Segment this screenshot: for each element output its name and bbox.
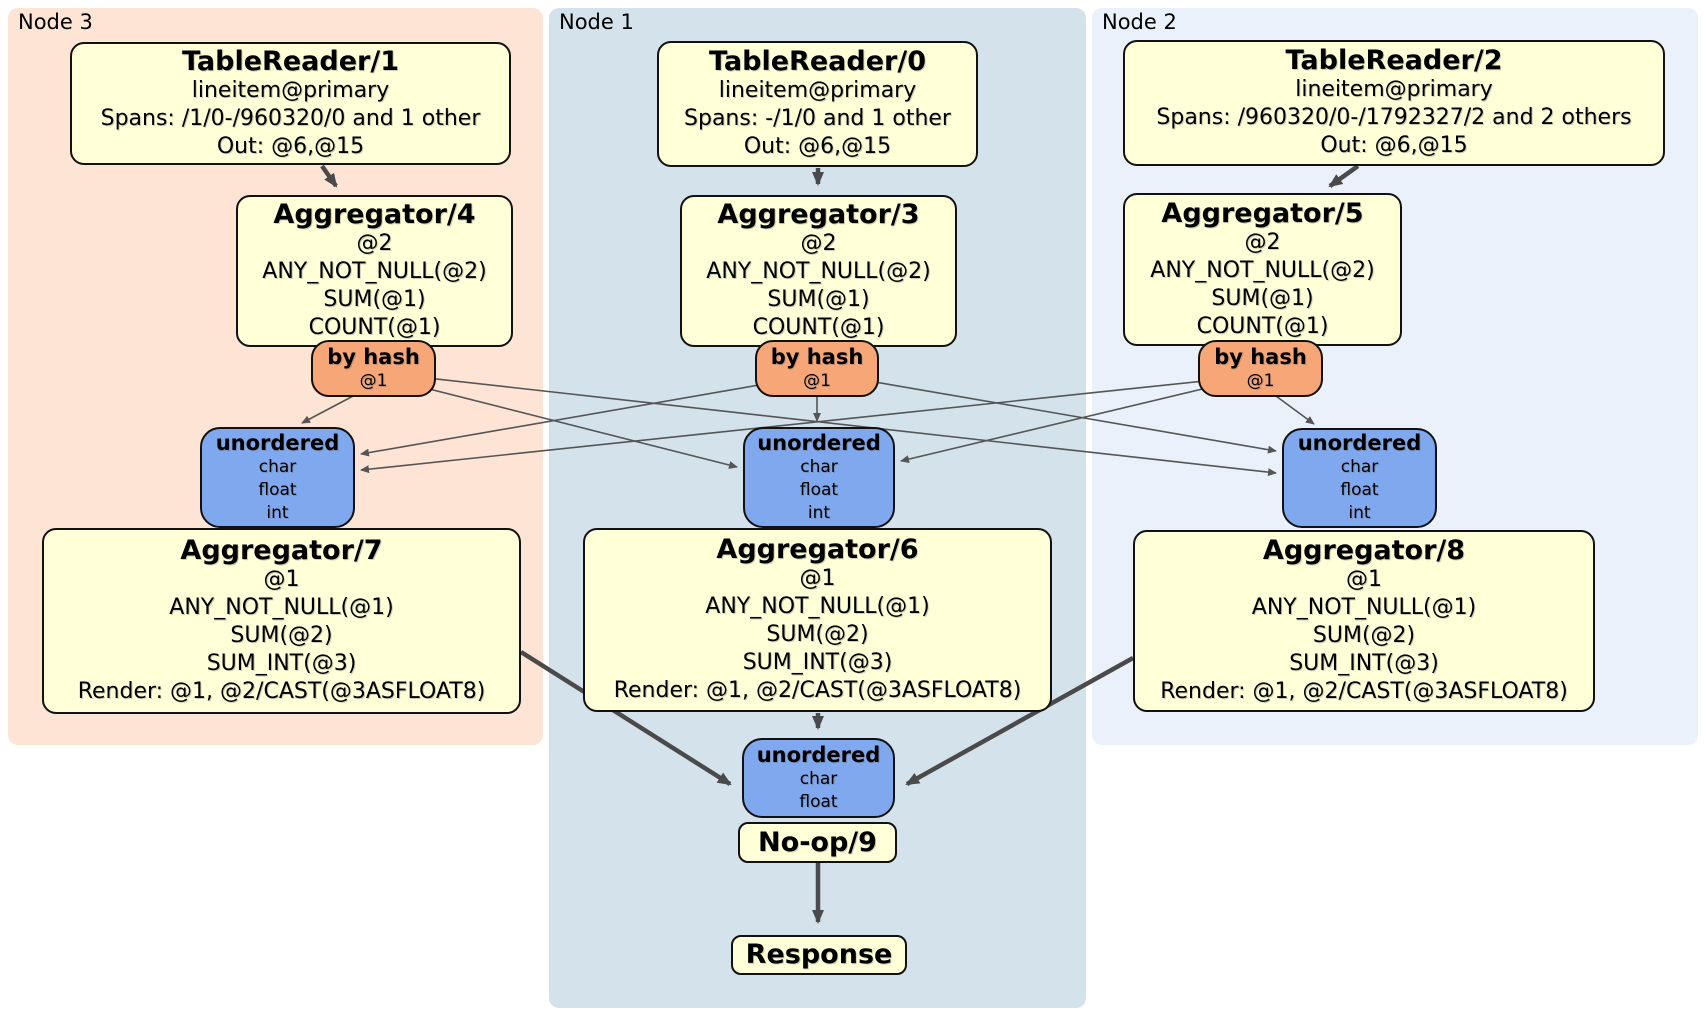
processor-no-op-9: No-op/9 bbox=[738, 822, 897, 863]
processor-line: Out: @6,@15 bbox=[216, 133, 365, 159]
processor-line: COUNT(@1) bbox=[1196, 313, 1329, 339]
processor-title: TableReader/1 bbox=[182, 45, 399, 77]
hash-mesh-edges bbox=[301, 371, 1315, 477]
sync-line: float bbox=[799, 791, 838, 812]
processor-line: SUM(@1) bbox=[323, 287, 426, 312]
processor-title: Aggregator/7 bbox=[180, 535, 383, 566]
sync-line: float bbox=[799, 479, 839, 500]
processor-line: ANY_NOT_NULL(@2) bbox=[1150, 257, 1375, 283]
processor-line: SUM_INT(@3) bbox=[206, 651, 357, 676]
processor-line: ANY_NOT_NULL(@1) bbox=[169, 595, 394, 620]
processor-line: Spans: -/1/0 and 1 other bbox=[684, 106, 951, 131]
sync-line: char bbox=[800, 456, 838, 477]
router-title: by hash bbox=[770, 344, 864, 369]
processor-title: TableReader/0 bbox=[709, 46, 926, 77]
processor-line: SUM(@2) bbox=[1312, 623, 1416, 648]
sync-title: unordered bbox=[756, 742, 881, 767]
sync-line: int bbox=[1348, 503, 1371, 523]
processor-title: Response bbox=[745, 939, 893, 970]
sync-unordered-node1: unordered char float int bbox=[743, 427, 895, 528]
sync-line: char bbox=[799, 768, 838, 789]
processor-line: ANY_NOT_NULL(@2) bbox=[262, 259, 487, 284]
processor-line: Render: @1, @2/CAST(@3ASFLOAT8) bbox=[77, 679, 486, 704]
processor-aggregator-5: Aggregator/5 @2 ANY_NOT_NULL(@2) SUM(@1)… bbox=[1123, 193, 1402, 346]
router-line: @1 bbox=[803, 370, 831, 391]
router-title: by hash bbox=[1214, 344, 1307, 369]
flow-edges bbox=[320, 164, 1360, 924]
processor-line: Spans: /1/0-/960320/0 and 1 other bbox=[100, 105, 481, 131]
processor-line: ANY_NOT_NULL(@2) bbox=[706, 259, 931, 284]
processor-line: ANY_NOT_NULL(@1) bbox=[705, 594, 930, 619]
router-line: @1 bbox=[1246, 370, 1275, 391]
sync-title: unordered bbox=[757, 430, 881, 455]
processor-aggregator-3: Aggregator/3 @2 ANY_NOT_NULL(@2) SUM(@1)… bbox=[680, 195, 957, 347]
processor-title: Aggregator/8 bbox=[1262, 535, 1466, 566]
processor-line: SUM(@2) bbox=[230, 623, 333, 648]
node-3-label: Node 3 bbox=[18, 10, 93, 34]
processor-line: @1 bbox=[263, 567, 300, 592]
router-line: @1 bbox=[359, 370, 388, 391]
processor-aggregator-7: Aggregator/7 @1 ANY_NOT_NULL(@1) SUM(@2)… bbox=[42, 528, 521, 714]
sync-line: char bbox=[1340, 457, 1379, 477]
processor-line: lineitem@primary bbox=[1295, 77, 1493, 102]
sync-title: unordered bbox=[215, 430, 340, 455]
sync-unordered-node3: unordered char float int bbox=[200, 427, 355, 528]
router-title: by hash bbox=[327, 344, 420, 369]
processor-line: SUM(@2) bbox=[766, 622, 869, 647]
sync-unordered-final: unordered char float bbox=[742, 738, 895, 818]
processor-table-reader-0: TableReader/0 lineitem@primary Spans: -/… bbox=[657, 41, 978, 167]
processor-line: Render: @1, @2/CAST(@3ASFLOAT8) bbox=[613, 678, 1022, 703]
processor-line: @1 bbox=[1346, 567, 1382, 592]
processor-line: lineitem@primary bbox=[718, 78, 917, 103]
processor-title: Aggregator/5 bbox=[1161, 197, 1364, 229]
router-by-hash-node2: by hash @1 bbox=[1198, 340, 1323, 397]
processor-title: TableReader/2 bbox=[1285, 45, 1503, 76]
processor-line: Render: @1, @2/CAST(@3ASFLOAT8) bbox=[1160, 679, 1568, 704]
node-1-label: Node 1 bbox=[559, 10, 634, 34]
processor-title: Aggregator/6 bbox=[716, 534, 919, 565]
router-by-hash-node3: by hash @1 bbox=[311, 340, 436, 397]
processor-table-reader-1: TableReader/1 lineitem@primary Spans: /1… bbox=[70, 42, 511, 165]
processor-response: Response bbox=[731, 935, 907, 975]
processor-line: Out: @6,@15 bbox=[743, 134, 892, 159]
router-by-hash-node1: by hash @1 bbox=[755, 340, 879, 397]
processor-line: @1 bbox=[799, 566, 836, 591]
node-2-label: Node 2 bbox=[1102, 10, 1177, 34]
processor-line: SUM_INT(@3) bbox=[742, 650, 893, 675]
processor-aggregator-6: Aggregator/6 @1 ANY_NOT_NULL(@1) SUM(@2)… bbox=[583, 528, 1052, 712]
sync-line: char bbox=[258, 456, 297, 477]
processor-line: lineitem@primary bbox=[191, 77, 390, 103]
processor-table-reader-2: TableReader/2 lineitem@primary Spans: /9… bbox=[1123, 40, 1665, 166]
processor-line: ANY_NOT_NULL(@1) bbox=[1251, 595, 1477, 620]
processor-line: @2 bbox=[800, 231, 837, 256]
processor-line: Out: @6,@15 bbox=[1320, 133, 1468, 158]
sync-line: float bbox=[258, 479, 297, 500]
sync-line: int bbox=[266, 502, 289, 523]
processor-aggregator-8: Aggregator/8 @1 ANY_NOT_NULL(@1) SUM(@2)… bbox=[1133, 530, 1595, 712]
sync-line: int bbox=[807, 502, 831, 523]
processor-line: COUNT(@1) bbox=[752, 315, 885, 340]
processor-line: COUNT(@1) bbox=[308, 315, 441, 340]
sync-title: unordered bbox=[1297, 431, 1422, 455]
sync-line: float bbox=[1340, 480, 1379, 500]
processor-line: Spans: /960320/0-/1792327/2 and 2 others bbox=[1156, 105, 1632, 130]
processor-line: SUM_INT(@3) bbox=[1289, 651, 1439, 676]
processor-line: @2 bbox=[356, 231, 393, 256]
processor-title: Aggregator/4 bbox=[273, 199, 476, 230]
processor-line: SUM(@1) bbox=[1211, 285, 1314, 311]
processor-line: @2 bbox=[1244, 229, 1281, 255]
processor-aggregator-4: Aggregator/4 @2 ANY_NOT_NULL(@2) SUM(@1)… bbox=[236, 195, 513, 347]
processor-title: Aggregator/3 bbox=[717, 199, 920, 230]
processor-line: SUM(@1) bbox=[767, 287, 870, 312]
processor-title: No-op/9 bbox=[758, 826, 877, 858]
sync-unordered-node2: unordered char float int bbox=[1282, 428, 1437, 528]
